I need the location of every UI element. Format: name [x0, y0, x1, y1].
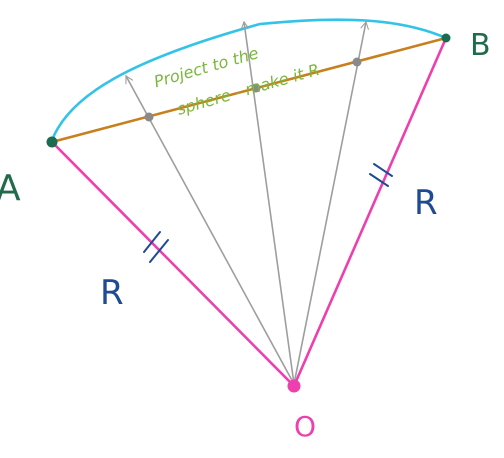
chord-ab [50, 36, 448, 144]
origin-dot [287, 379, 301, 393]
label-o: O [294, 410, 316, 443]
chord-point-3 [352, 57, 362, 67]
radius-ob [292, 36, 448, 388]
sphere-arc [50, 18, 448, 142]
label-radius-right: R [414, 183, 438, 223]
projection-ray-3 [293, 21, 369, 385]
label-radius-left: R [100, 273, 124, 313]
point-b-dot [441, 33, 451, 43]
projection-ray-2 [240, 21, 295, 385]
chord-point-2 [251, 83, 261, 93]
equal-length-tick-left [143, 231, 169, 263]
radius-oa [50, 140, 296, 388]
equal-length-tick-right [369, 163, 393, 187]
label-a: A [0, 168, 21, 209]
chord-point-1 [144, 112, 154, 122]
projection-ray-1 [125, 75, 295, 385]
point-a-dot [46, 136, 58, 148]
label-b: B [470, 28, 491, 63]
